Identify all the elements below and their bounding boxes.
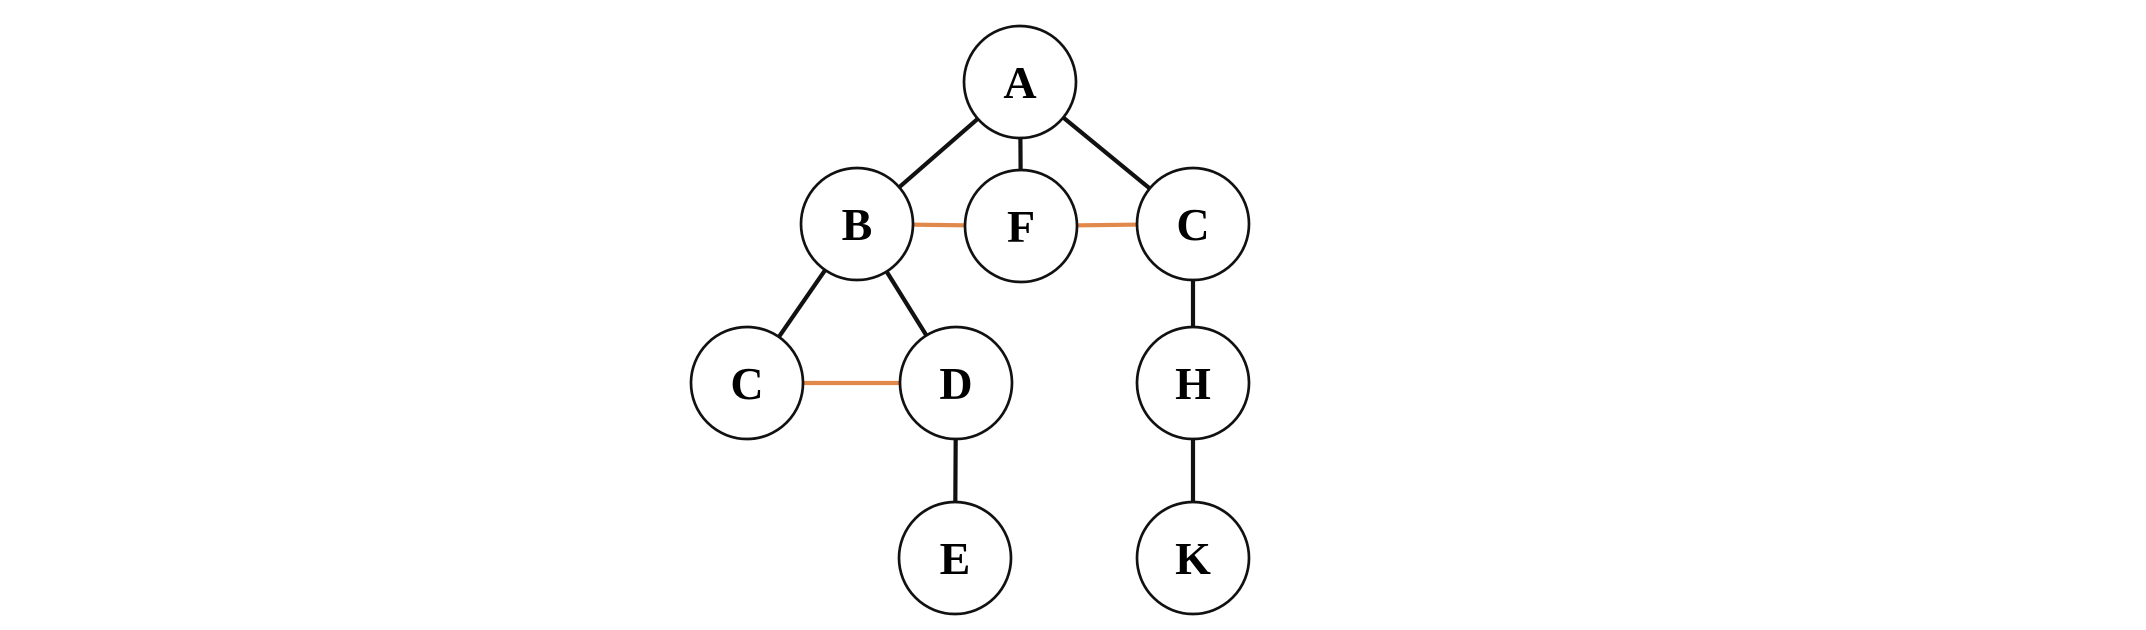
node-label-A: A <box>1003 57 1036 108</box>
node-label-K: K <box>1175 533 1211 584</box>
node-C-right: C <box>1135 166 1251 282</box>
node-label-D: D <box>939 358 972 409</box>
node-K: K <box>1135 500 1251 616</box>
node-E: E <box>897 500 1013 616</box>
node-label-B: B <box>842 199 873 250</box>
node-circle-F <box>963 168 1079 284</box>
node-label-E: E <box>940 533 971 584</box>
node-circle-D <box>898 325 1014 441</box>
node-C-left: C <box>689 325 805 441</box>
node-F: F <box>963 168 1079 284</box>
node-label-H: H <box>1175 358 1211 409</box>
node-label-F: F <box>1007 201 1035 252</box>
edge-layer <box>745 80 1196 559</box>
node-circle-B <box>799 166 915 282</box>
node-A: A <box>962 24 1078 140</box>
node-D: D <box>898 325 1014 441</box>
node-layer: A B F C C D H E K <box>689 24 1251 616</box>
node-circle-E <box>897 500 1013 616</box>
node-circle-H <box>1135 325 1251 441</box>
node-B: B <box>799 166 915 282</box>
node-label-C-left: C <box>730 358 763 409</box>
node-circle-C-left <box>689 325 805 441</box>
node-H: H <box>1135 325 1251 441</box>
node-circle-A <box>962 24 1078 140</box>
node-circle-K <box>1135 500 1251 616</box>
node-label-C-right: C <box>1176 199 1209 250</box>
node-circle-C-right <box>1135 166 1251 282</box>
